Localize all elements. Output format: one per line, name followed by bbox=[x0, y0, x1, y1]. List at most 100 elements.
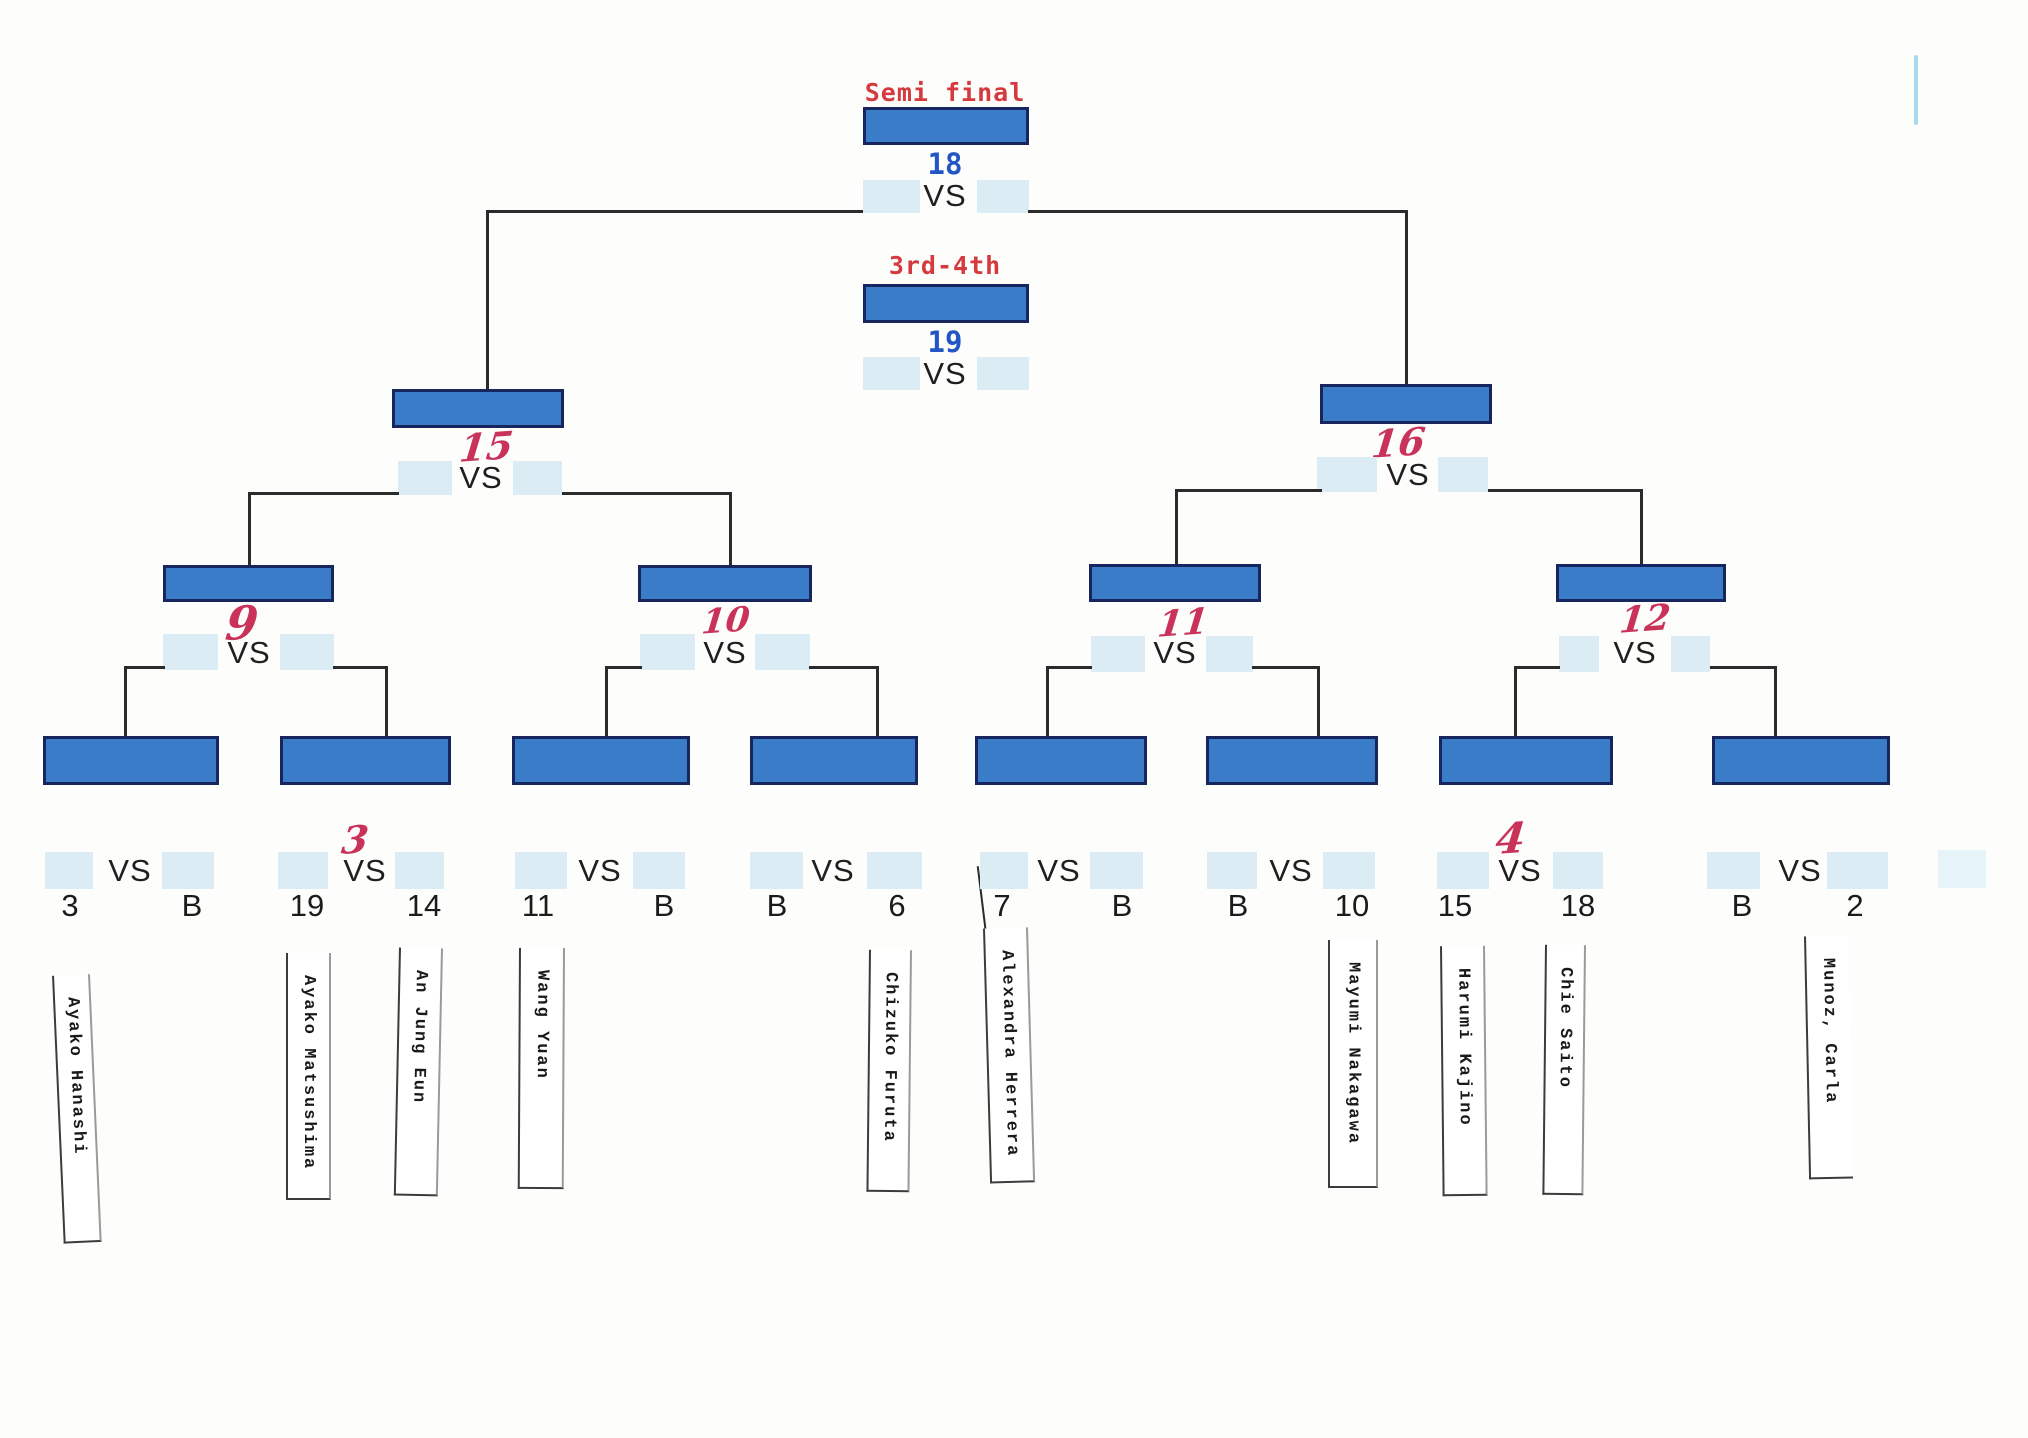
highlight-box bbox=[1090, 852, 1143, 889]
connector-line bbox=[1710, 666, 1776, 669]
match3-vs-label: VS bbox=[578, 853, 622, 888]
highlight-box bbox=[980, 852, 1028, 889]
match7-vs-label: VS bbox=[1498, 853, 1542, 888]
match3-left-seed: 11 bbox=[521, 888, 555, 923]
highlight-box bbox=[755, 634, 810, 670]
connector-line bbox=[1640, 489, 1643, 567]
connector-line bbox=[1774, 666, 1777, 738]
match4-left-seed: B bbox=[766, 888, 788, 923]
player-strip-ayako-matsushima: Ayako Matsushima bbox=[286, 953, 331, 1200]
semifinal-title: Semi final bbox=[864, 78, 1026, 107]
match11-vs-label: VS bbox=[1153, 635, 1197, 670]
highlight-box bbox=[863, 180, 920, 213]
first-round-bar-6 bbox=[1206, 736, 1378, 785]
highlight-box bbox=[863, 357, 920, 390]
highlight-box bbox=[640, 634, 695, 670]
player-name: Ayako Hanashi bbox=[62, 996, 89, 1156]
match2-right-seed: 14 bbox=[406, 888, 442, 923]
highlight-box bbox=[163, 634, 218, 670]
connector-line bbox=[809, 666, 878, 669]
highlight-box bbox=[398, 461, 452, 495]
match5-vs-label: VS bbox=[1037, 853, 1081, 888]
match15-bar bbox=[392, 389, 564, 428]
semifinal-vs-label: VS bbox=[923, 178, 967, 213]
third-place-match-bar bbox=[863, 284, 1029, 323]
match4-vs-label: VS bbox=[811, 853, 855, 888]
connector-line bbox=[248, 492, 251, 568]
player-name: Alexandra Herrera bbox=[996, 949, 1022, 1158]
match4-right-seed: 6 bbox=[888, 888, 906, 923]
highlight-box bbox=[977, 180, 1029, 213]
connector-line bbox=[876, 666, 879, 738]
first-round-bar-3 bbox=[512, 736, 690, 785]
match16-bar bbox=[1320, 384, 1492, 424]
connector-line bbox=[1405, 210, 1408, 386]
highlight-box bbox=[1559, 636, 1599, 672]
player-name: Wang Yuan bbox=[531, 969, 552, 1080]
connector-line bbox=[1488, 489, 1642, 492]
highlight-box bbox=[977, 357, 1029, 390]
match10-bar bbox=[638, 565, 812, 602]
match6-left-seed: B bbox=[1227, 888, 1249, 923]
match11-bar bbox=[1089, 564, 1261, 602]
first-round-bar-8 bbox=[1712, 736, 1890, 785]
connector-line bbox=[1047, 666, 1092, 669]
match15-vs-label: VS bbox=[459, 460, 503, 495]
first-round-bar-7 bbox=[1439, 736, 1613, 785]
player-name: Mayumi Nakagawa bbox=[1343, 962, 1363, 1146]
player-strip-wang-yuan: Wang Yuan bbox=[517, 947, 565, 1190]
match5-right-seed: B bbox=[1111, 888, 1133, 923]
highlight-box bbox=[515, 852, 567, 889]
highlight-box bbox=[633, 852, 685, 889]
highlight-box bbox=[750, 852, 803, 889]
connector-line bbox=[606, 666, 642, 669]
highlight-box bbox=[1707, 852, 1760, 889]
highlight-box bbox=[1827, 852, 1888, 889]
highlight-box bbox=[1671, 636, 1710, 672]
connector-line bbox=[1514, 666, 1517, 738]
player-name: Munoz, Carla bbox=[1817, 957, 1841, 1105]
semifinal-match-bar bbox=[863, 107, 1029, 145]
player-strip-alexandra-herrera: Alexandra Herrera bbox=[983, 927, 1036, 1184]
highlight-box bbox=[1438, 457, 1488, 492]
highlight-box bbox=[1437, 852, 1489, 889]
connector-line bbox=[1252, 666, 1319, 669]
player-name: Ayako Matsushima bbox=[299, 975, 318, 1171]
scan-artifact-line bbox=[1914, 55, 1918, 125]
match16-vs-label: VS bbox=[1386, 457, 1430, 492]
match8-left-seed: B bbox=[1731, 888, 1753, 923]
match2-left-seed: 19 bbox=[289, 888, 325, 923]
connector-line bbox=[124, 666, 165, 669]
match5-left-seed: 7 bbox=[993, 888, 1011, 923]
highlight-box bbox=[867, 852, 922, 889]
first-round-bar-2 bbox=[280, 736, 451, 785]
match7-right-seed: 18 bbox=[1560, 888, 1596, 923]
match3-right-seed: B bbox=[653, 888, 675, 923]
connector-line bbox=[249, 492, 399, 495]
highlight-box bbox=[1206, 636, 1253, 672]
player-strip-mayumi-nakagawa: Mayumi Nakagawa bbox=[1328, 940, 1378, 1188]
connector-line bbox=[1028, 210, 1408, 213]
match8-vs-label: VS bbox=[1778, 853, 1822, 888]
player-name: Chizuko Furuta bbox=[878, 971, 900, 1143]
highlight-box bbox=[1091, 636, 1145, 672]
connector-line bbox=[605, 666, 608, 738]
player-strip-an-jung-eun: An Jung Eun bbox=[393, 947, 443, 1197]
match6-right-seed: 10 bbox=[1334, 888, 1370, 923]
match1-left-seed: 3 bbox=[61, 888, 79, 923]
highlight-box bbox=[1317, 457, 1377, 492]
player-strip-chie-saito: Chie Saito bbox=[1542, 944, 1586, 1196]
match8-right-seed: 2 bbox=[1846, 888, 1864, 923]
player-name: Harumi Kajino bbox=[1453, 967, 1474, 1127]
match12-bar bbox=[1556, 564, 1726, 602]
highlight-box bbox=[45, 852, 93, 889]
connector-line bbox=[1046, 666, 1049, 738]
player-strip-chizuko-furuta: Chizuko Furuta bbox=[866, 949, 912, 1193]
semifinal-match-number: 18 bbox=[927, 147, 963, 181]
highlight-box bbox=[1207, 852, 1257, 889]
connector-line bbox=[729, 492, 732, 568]
match1-right-seed: B bbox=[181, 888, 203, 923]
connector-line bbox=[486, 210, 489, 391]
match12-vs-label: VS bbox=[1613, 635, 1657, 670]
